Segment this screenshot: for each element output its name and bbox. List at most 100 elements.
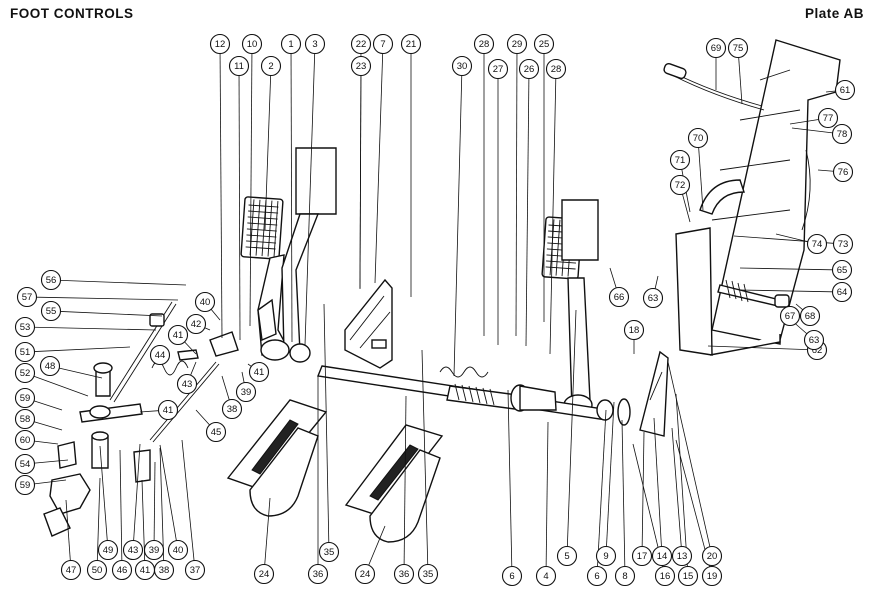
callout-circle <box>608 286 630 308</box>
callout-number: 76 <box>838 167 849 178</box>
callout-38: 38 <box>153 559 175 581</box>
callout-9: 9 <box>595 545 617 567</box>
leader-line <box>34 326 157 331</box>
callout-circle <box>545 58 567 80</box>
leader-line <box>33 375 89 397</box>
callout-circle <box>253 563 275 585</box>
callout-41: 41 <box>134 559 156 581</box>
callout-circle <box>86 559 108 581</box>
callout-circle <box>799 305 821 327</box>
callout-number: 71 <box>675 155 686 166</box>
callout-16: 16 <box>654 565 676 587</box>
leader-line <box>453 75 463 377</box>
callout-number: 46 <box>117 565 128 576</box>
leader-line <box>204 327 211 331</box>
leader-line <box>825 90 836 93</box>
callout-number: 44 <box>155 350 166 361</box>
callout-number: 19 <box>707 571 718 582</box>
leader-line <box>190 361 197 376</box>
pushrod-assembly <box>717 279 790 308</box>
callout-number: 77 <box>823 113 834 124</box>
callout-63: 63 <box>642 287 664 309</box>
leader-line <box>219 53 223 339</box>
callout-55: 55 <box>40 300 62 322</box>
callout-circle <box>473 33 495 55</box>
leader-line <box>264 75 272 231</box>
callout-number: 12 <box>215 39 226 50</box>
callout-number: 1 <box>288 39 293 50</box>
callout-circle <box>631 545 653 567</box>
leader-line <box>368 525 386 566</box>
callout-66: 66 <box>608 286 630 308</box>
callout-circle <box>60 559 82 581</box>
callout-number: 66 <box>614 292 625 303</box>
leader-line <box>139 410 159 413</box>
leader-line <box>65 499 71 561</box>
leader-line <box>249 53 253 327</box>
callout-number: 59 <box>20 393 31 404</box>
callout-circle <box>157 399 179 421</box>
callout-number: 6 <box>509 571 514 582</box>
callout-29: 29 <box>506 33 528 55</box>
callout-78: 78 <box>831 123 853 145</box>
leader-line <box>507 389 513 567</box>
leader-line <box>34 479 67 485</box>
callout-number: 45 <box>211 427 222 438</box>
callout-number: 2 <box>268 61 273 72</box>
callout-58: 58 <box>14 408 36 430</box>
callout-circle <box>501 565 523 587</box>
callout-circle <box>506 33 528 55</box>
callout-40: 40 <box>194 291 216 313</box>
callout-circle <box>677 565 699 587</box>
leader-line <box>675 439 710 567</box>
callout-circle <box>803 329 825 351</box>
callout-number: 72 <box>675 180 686 191</box>
callout-72: 72 <box>669 174 691 196</box>
callout-number: 41 <box>254 367 265 378</box>
callout-circle <box>221 398 243 420</box>
callout-13: 13 <box>671 545 693 567</box>
callout-number: 63 <box>648 293 659 304</box>
callout-23: 23 <box>350 55 372 77</box>
leader-line <box>545 421 549 567</box>
leader-line <box>707 345 808 351</box>
callout-circle <box>701 545 723 567</box>
callout-number: 67 <box>785 311 796 322</box>
callout-number: 75 <box>733 43 744 54</box>
callout-circle <box>831 123 853 145</box>
callout-circle <box>205 421 227 443</box>
callout-73: 73 <box>832 233 854 255</box>
callout-circle <box>176 373 198 395</box>
pedal-stop-plate <box>639 350 669 437</box>
callout-number: 52 <box>20 368 31 379</box>
callout-14: 14 <box>651 545 673 567</box>
callout-number: 23 <box>356 61 367 72</box>
leader-line <box>238 75 241 341</box>
callout-49: 49 <box>97 539 119 561</box>
plate-number: Plate AB <box>804 6 864 21</box>
callout-50: 50 <box>86 559 108 581</box>
callout-circle <box>354 563 376 585</box>
callout-circle <box>779 305 801 327</box>
callout-number: 15 <box>683 571 694 582</box>
callout-circle <box>14 362 36 384</box>
callout-leaders <box>33 53 836 567</box>
callout-number: 4 <box>543 571 548 582</box>
leader-line <box>119 449 123 561</box>
callout-number: 13 <box>677 551 688 562</box>
callout-number: 38 <box>159 565 170 576</box>
callout-circle <box>153 559 175 581</box>
leader-line <box>323 303 330 543</box>
callout-number: 40 <box>173 545 184 556</box>
callout-circle <box>14 429 36 451</box>
callout-11: 11 <box>228 55 250 77</box>
callout-36: 36 <box>393 563 415 585</box>
callout-circle <box>14 316 36 338</box>
leader-line <box>221 375 230 401</box>
callout-41: 41 <box>248 361 270 383</box>
callout-41: 41 <box>157 399 179 421</box>
pedal-rubber-left <box>226 399 328 517</box>
callout-circle <box>451 55 473 77</box>
callout-57: 57 <box>16 286 38 308</box>
